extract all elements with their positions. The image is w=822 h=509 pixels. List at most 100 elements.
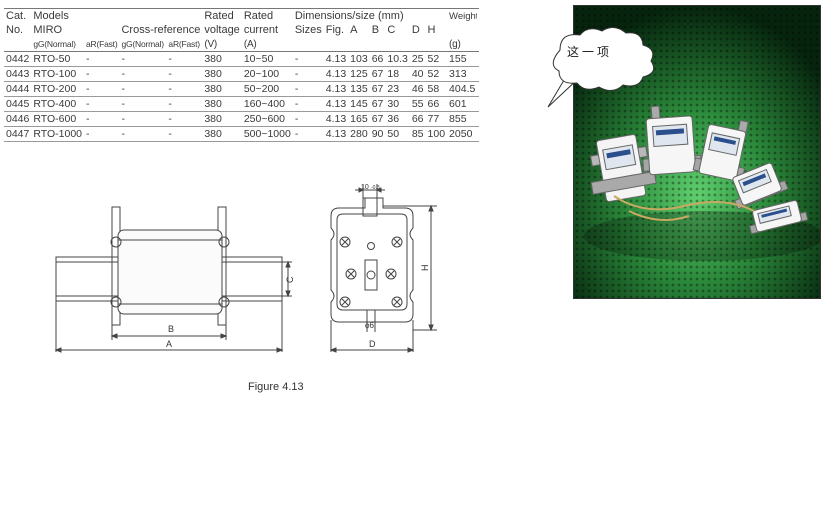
table-cell: 10.3	[385, 51, 410, 67]
table-cell: 125	[348, 66, 370, 82]
header-h: H	[427, 24, 436, 36]
table-cell: -	[292, 51, 324, 67]
table-cell: -	[119, 66, 167, 82]
header-unit-a: (A)	[241, 37, 293, 52]
table-cell: 52	[425, 66, 448, 82]
table-cell: -	[166, 66, 203, 82]
table-cell: -	[84, 66, 120, 82]
header-sizes: Sizes	[294, 24, 322, 36]
table-cell: 4.13	[323, 96, 349, 112]
table-cell: -	[84, 81, 120, 97]
speech-bubble-text: 这一项	[567, 45, 613, 59]
table-cell: 380	[202, 81, 242, 97]
table-cell: -	[292, 81, 324, 97]
header-fig: Fig.	[325, 24, 345, 36]
table-cell: 380	[202, 111, 242, 127]
table-cell: 601	[447, 96, 480, 112]
table-cell: 77	[425, 111, 448, 127]
header-models: Models	[31, 8, 120, 23]
spec-table: Cat. Models Rated Rated Dimensions/size …	[4, 8, 480, 142]
table-cell: 4.13	[323, 51, 349, 67]
table-cell: -	[119, 126, 167, 142]
speech-bubble	[547, 27, 655, 108]
table-cell: -	[84, 111, 120, 127]
header-dimensions: Dimensions/size (mm)	[292, 8, 448, 23]
front-view-drawing: 10 -0.3 ϕ6 D H	[329, 184, 437, 353]
header-rated-voltage: Rated	[202, 8, 242, 23]
table-cell: 4.13	[323, 126, 349, 142]
table-cell: 280	[348, 126, 370, 142]
table-cell: 4.13	[323, 81, 349, 97]
table-cell: RTO-50	[31, 51, 84, 67]
table-cell: RTO-600	[31, 111, 84, 127]
table-cell: 0445	[4, 96, 32, 112]
table-cell: 50~200	[241, 81, 293, 97]
table-cell: RTO-1000	[31, 126, 84, 142]
table-header-row-2: No. MIRO Cross-reference voltage current…	[4, 23, 479, 37]
header-b: B	[371, 24, 380, 36]
header-miro: MIRO	[33, 24, 63, 36]
header-unit-g: (g)	[447, 37, 480, 52]
table-cell: 85	[409, 126, 426, 142]
table-cell: -	[119, 51, 167, 67]
table-cell: 18	[385, 66, 410, 82]
table-cell: -	[84, 96, 120, 112]
header-no: No.	[6, 24, 24, 36]
dim-label-d: D	[369, 339, 376, 349]
table-cell: 67	[369, 111, 386, 127]
dim-label-c: C	[285, 276, 295, 283]
table-cell: -	[292, 111, 324, 127]
table-cell: 46	[409, 81, 426, 97]
header-unit-v: (V)	[202, 37, 242, 52]
header-c: C	[387, 24, 396, 36]
table-cell: 0446	[4, 111, 32, 127]
table-cell: 30	[385, 96, 410, 112]
table-cell: 52	[425, 51, 448, 67]
table-cell: 380	[202, 96, 242, 112]
table-header-row-1: Cat. Models Rated Rated Dimensions/size …	[4, 8, 480, 23]
table-cell: 66	[369, 51, 386, 67]
header-gg-normal: gG(Normal)	[31, 37, 84, 52]
table-cell: 250~600	[241, 111, 293, 127]
table-cell: -	[166, 111, 203, 127]
table-header-row-3: gG(Normal) aR(Fast) gG(Normal) aR(Fast) …	[4, 37, 480, 52]
table-cell: 90	[369, 126, 386, 142]
table-cell: 23	[385, 81, 410, 97]
table-cell: 50	[385, 126, 410, 142]
table-cell: 160~400	[241, 96, 293, 112]
figure-caption: Figure 4.13	[248, 381, 304, 393]
dim-label-hole: ϕ6	[365, 321, 374, 330]
table-cell: 55	[409, 96, 426, 112]
table-cell: 20~100	[241, 66, 293, 82]
side-view-drawing: B A C	[54, 206, 295, 353]
table-cell: 0447	[4, 126, 32, 142]
table-cell: 313	[447, 66, 480, 82]
table-cell: -	[84, 126, 120, 142]
dim-label-b: B	[168, 324, 174, 334]
header-cross-ar-fast: aR(Fast)	[166, 37, 203, 52]
table-cell: 4.13	[323, 66, 349, 82]
table-cell: -	[166, 81, 203, 97]
table-cell: 165	[348, 111, 370, 127]
table-cell: -	[166, 96, 203, 112]
table-cell: 103	[348, 51, 370, 67]
table-cell: 100	[425, 126, 448, 142]
table-cell: 404.5	[447, 81, 480, 97]
table-cell: -	[119, 81, 167, 97]
table-cell: RTO-400	[31, 96, 84, 112]
header-rated-current: Rated	[241, 8, 293, 23]
table-cell: -	[84, 51, 120, 67]
table-cell: 25	[409, 51, 426, 67]
table-cell: 2050	[447, 126, 480, 142]
table-cell: -	[292, 66, 324, 82]
header-current: current	[243, 24, 279, 36]
dim-label-top-tolerance: -0.3	[371, 185, 380, 191]
table-cell: -	[119, 96, 167, 112]
header-weight: Weight	[447, 8, 480, 23]
table-cell: 500~1000	[241, 126, 293, 142]
